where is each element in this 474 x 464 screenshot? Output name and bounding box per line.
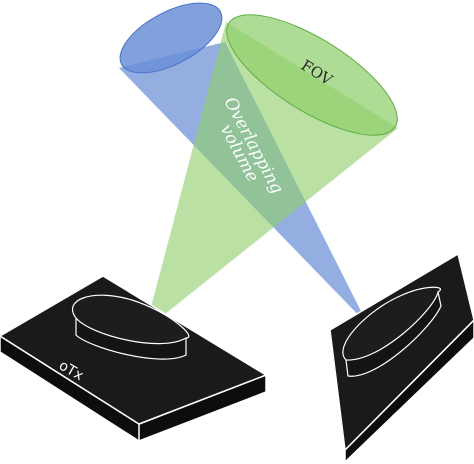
rx-lens-top (342, 286, 441, 361)
tx-lens-top (72, 294, 190, 345)
tx-device: oTx (0, 275, 267, 442)
green-cone (145, 14, 398, 330)
green-cone-aperture (226, 14, 398, 136)
blue-cone-aperture (119, 2, 223, 74)
rx-device: oRx (329, 253, 474, 463)
